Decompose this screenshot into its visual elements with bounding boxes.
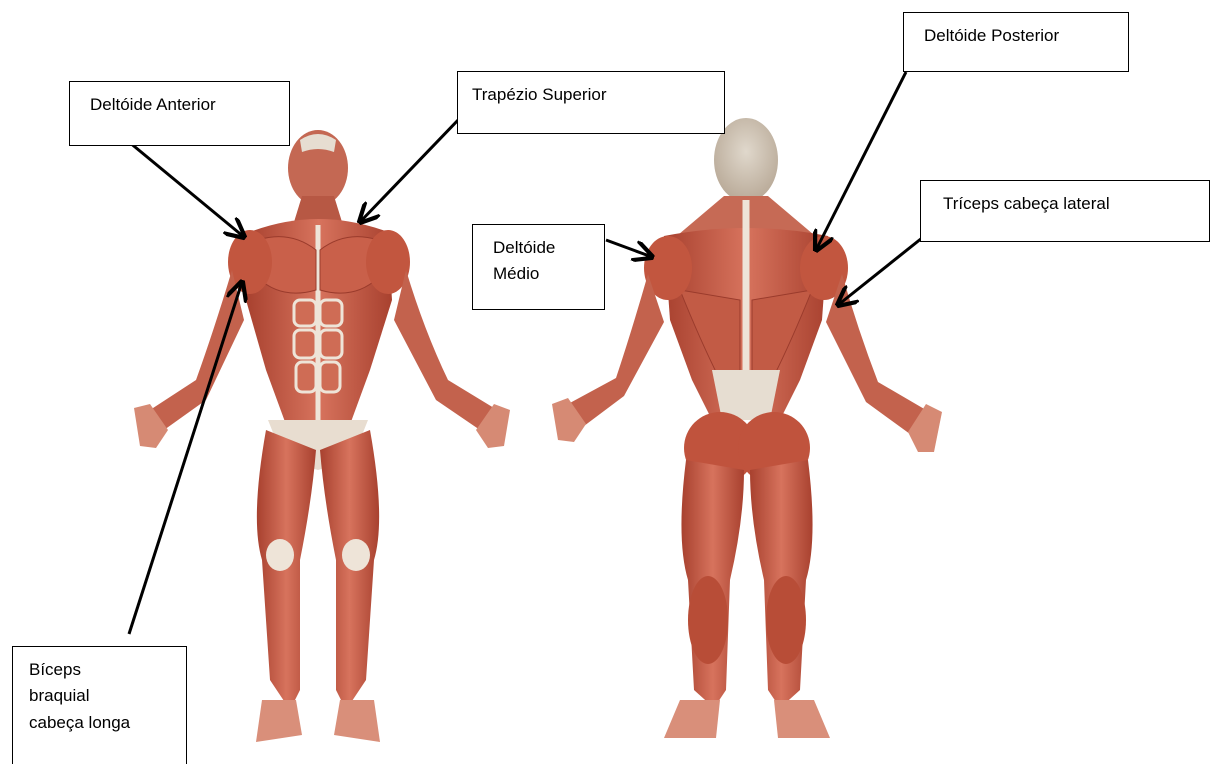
label-text: Deltóide Anterior — [90, 95, 216, 114]
arrow-deltoide-posterior — [816, 72, 906, 250]
label-text: Tríceps cabeça lateral — [943, 194, 1110, 213]
front-figure — [134, 130, 510, 742]
label-text-line1: Deltóide — [493, 235, 590, 261]
label-text: Deltóide Posterior — [924, 26, 1059, 45]
label-text-line2: Médio — [493, 261, 590, 287]
label-biceps-braquial: Bíceps braquial cabeça longa — [12, 646, 187, 764]
label-text-line1: Bíceps — [29, 657, 172, 683]
back-right-arm — [826, 274, 934, 440]
label-text: Trapézio Superior — [472, 85, 607, 104]
back-figure — [552, 118, 942, 738]
front-neck — [294, 196, 342, 222]
label-deltoide-posterior: Deltóide Posterior — [903, 12, 1129, 72]
label-trapezio-superior: Trapézio Superior — [457, 71, 725, 134]
arrow-triceps-lateral — [838, 238, 922, 305]
front-right-leg — [320, 430, 379, 710]
arrow-deltoide-medio — [606, 240, 652, 257]
label-text-line2: braquial — [29, 683, 172, 709]
label-deltoide-anterior: Deltóide Anterior — [69, 81, 290, 146]
label-deltoide-medio: Deltóide Médio — [472, 224, 605, 310]
front-left-leg — [257, 430, 316, 710]
arrow-deltoide-anterior — [129, 142, 244, 237]
arrow-biceps — [129, 282, 242, 634]
label-triceps-lateral: Tríceps cabeça lateral — [920, 180, 1210, 242]
front-left-arm — [142, 270, 244, 436]
label-text-line3: cabeça longa — [29, 710, 172, 736]
arrow-trapezio-superior — [360, 118, 460, 222]
